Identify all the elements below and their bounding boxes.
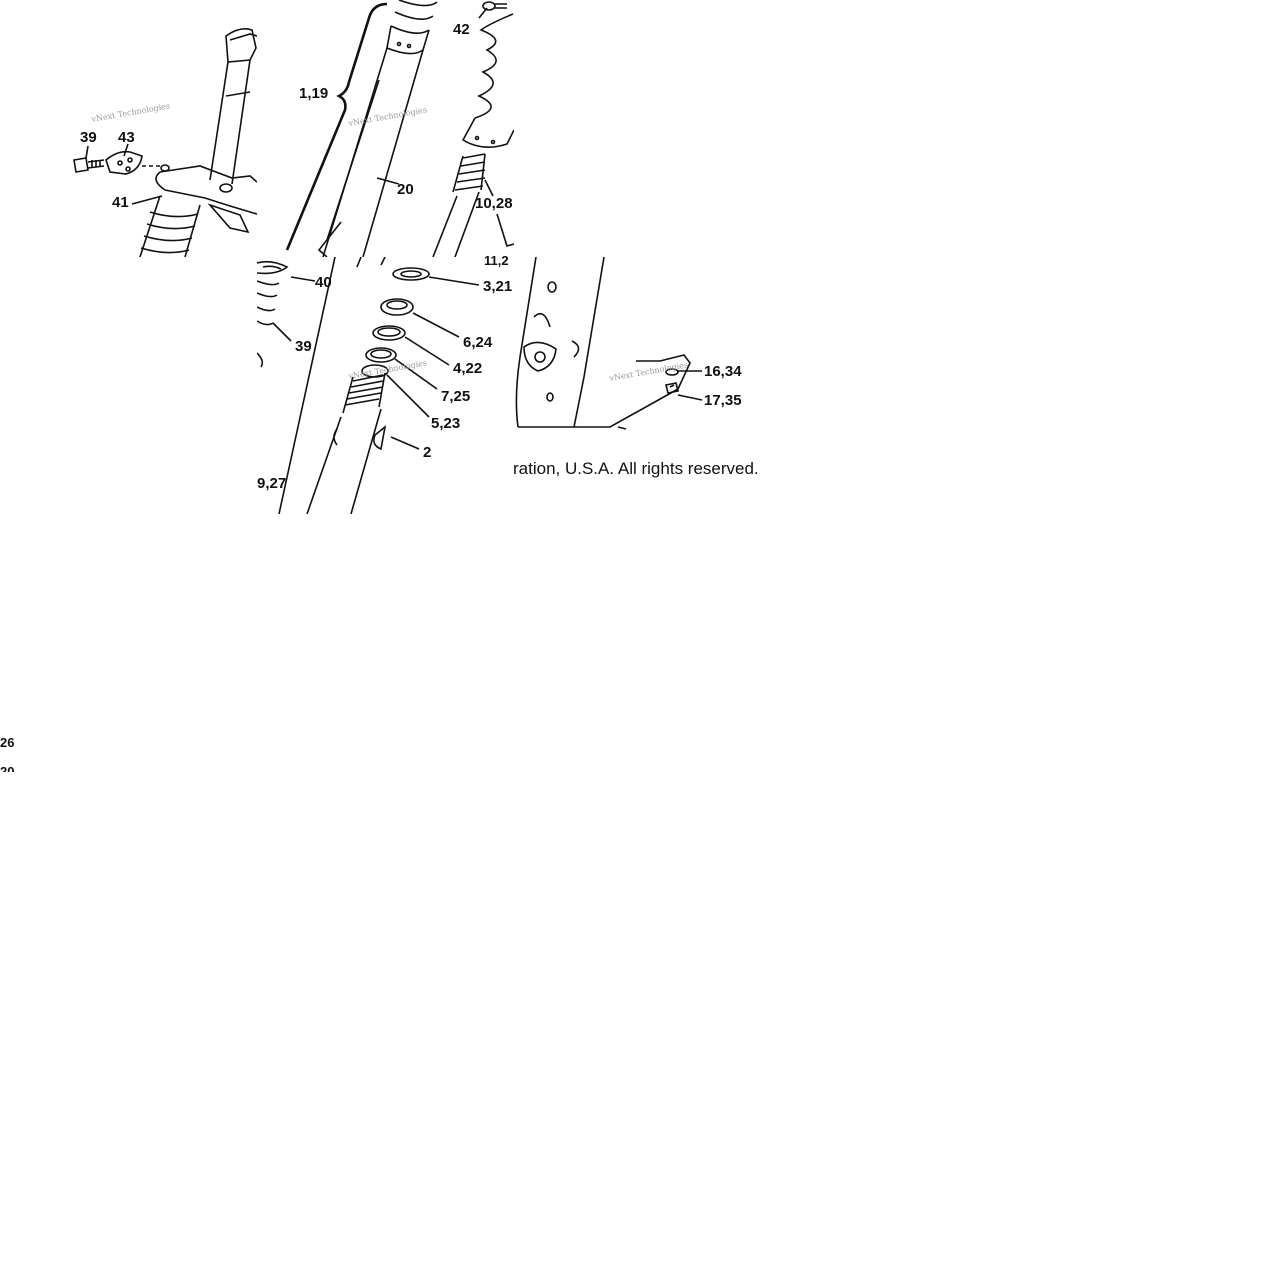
part-label: 41 [112, 194, 129, 211]
part-label: 40 [315, 274, 332, 291]
watermark-text: vNext Technologies [90, 101, 171, 124]
part-label: 7,25 [441, 388, 470, 405]
watermark-text: vNext Technologies [608, 360, 689, 383]
edge-label-fragment: 20 [0, 764, 15, 772]
part-label: 6,24 [463, 334, 493, 351]
diagram-tile-lower-leg: 16,34 17,35 vNext Technologies [514, 257, 771, 447]
diagram-tile-seals: 40 3,21 6,24 39 4,22 7,25 5,23 2 9,27 vN… [257, 257, 514, 514]
part-label: 5,23 [431, 415, 460, 432]
fork-bracket-drawing: 39 43 41 vNext Technologies [73, 28, 257, 257]
outer-tube-drawing: 42 1,19 20 10,28 vNext Technologies [285, 0, 514, 257]
part-label: 4,22 [453, 360, 482, 377]
part-label: 39 [80, 129, 97, 146]
part-label: 9,27 [257, 475, 286, 492]
copyright-notice: ration, U.S.A. All rights reserved. [513, 459, 759, 478]
part-label: 42 [453, 21, 470, 38]
part-label: 10,28 [475, 195, 513, 212]
part-label-fragment: 11,2 [484, 253, 509, 268]
watermark-text: vNext Technologies [347, 105, 428, 128]
part-label: 17,35 [704, 392, 742, 409]
part-label: 16,34 [704, 363, 742, 380]
part-label: 2 [423, 444, 431, 461]
lower-leg-drawing: 16,34 17,35 vNext Technologies [515, 257, 742, 430]
part-label: 39 [295, 338, 312, 355]
part-label: 43 [118, 129, 135, 146]
part-label: 20 [397, 181, 414, 198]
seals-drawing: 40 3,21 6,24 39 4,22 7,25 5,23 2 9,27 vN… [257, 257, 512, 514]
edge-label-fragment: 26 [0, 735, 15, 750]
diagram-tile-outer-tube: 42 1,19 20 10,28 vNext Technologies [257, 0, 514, 257]
part-label: 1,19 [299, 85, 328, 102]
part-label: 3,21 [483, 278, 512, 295]
diagram-tile-fork-bracket: 39 43 41 vNext Technologies [0, 0, 257, 257]
